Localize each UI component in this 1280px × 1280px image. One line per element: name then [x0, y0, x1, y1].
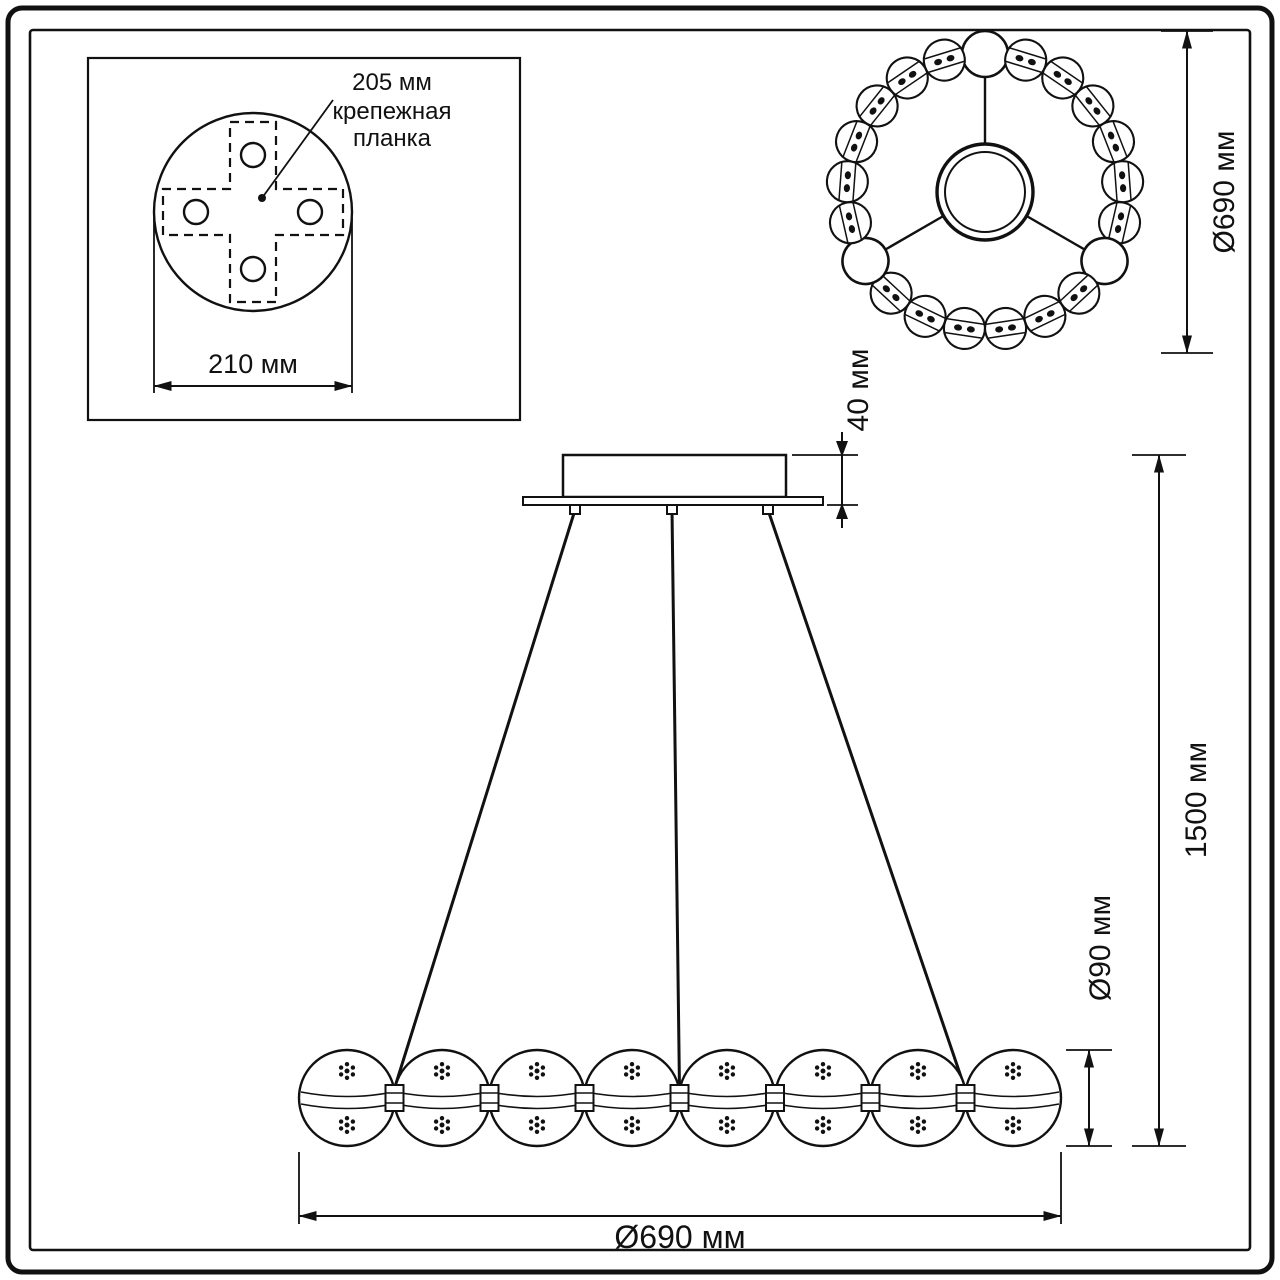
canopy-height-dimension: 40 мм: [792, 349, 875, 528]
crystal-bead: [869, 271, 913, 315]
wire-hook: [666, 504, 678, 515]
crystal-dot-cluster: [338, 1062, 356, 1081]
crystal-dot-cluster: [814, 1116, 832, 1135]
crystal-bead: [855, 84, 899, 128]
center-canopy-inner: [944, 151, 1026, 233]
bead-connector: [574, 1084, 595, 1112]
front-view: 40 мм 1500 мм Ø90 мм Ø690 мм: [297, 349, 1213, 1255]
hub-spokes: [885, 78, 1085, 251]
crystal-bead: [922, 38, 966, 82]
crystal-dot-cluster: [909, 1116, 927, 1135]
plate-width-dimension: 210 мм: [153, 218, 353, 393]
front-width-label: Ø690 мм: [614, 1219, 745, 1255]
wire-hook: [762, 504, 774, 515]
mount-detail-box: [86, 56, 522, 422]
callout-dimension: 205 мм: [352, 69, 432, 96]
crystal-dot-cluster: [433, 1062, 451, 1081]
crystal-bead: [828, 201, 873, 245]
inner-frame: [28, 28, 1252, 1252]
plain-sphere-bead: [960, 29, 1010, 79]
leader-line: [261, 99, 334, 199]
crystal-dot-cluster: [338, 1116, 356, 1135]
crystal-bead: [1004, 38, 1048, 82]
top-view: Ø690 мм: [825, 29, 1241, 354]
wire-hook: [569, 504, 581, 515]
crystal-dot-cluster: [623, 1116, 641, 1135]
crystal-dot-cluster: [1004, 1116, 1022, 1135]
top-view-diameter-dimension: Ø690 мм: [1161, 30, 1241, 354]
crystal-bead: [1057, 271, 1101, 315]
top-view-diameter-label: Ø690 мм: [1208, 131, 1241, 254]
crystal-dot-cluster: [718, 1062, 736, 1081]
crystal-dot-cluster: [528, 1062, 546, 1081]
sphere-diameter-dimension: Ø90 мм: [1066, 895, 1117, 1147]
crystal-dot-cluster: [528, 1116, 546, 1135]
callout-label-line1: крепежная: [333, 98, 452, 125]
crystal-bead: [825, 160, 869, 204]
canopy-height-label: 40 мм: [842, 349, 875, 432]
crystal-dot-cluster: [814, 1062, 832, 1081]
center-canopy-outer: [935, 142, 1035, 242]
callout-label-line2: планка: [353, 125, 432, 152]
crystal-bead: [1041, 56, 1085, 100]
bead-ring: [825, 29, 1145, 351]
crystal-dot-cluster: [433, 1116, 451, 1135]
sphere-diameter-label: Ø90 мм: [1084, 895, 1117, 1001]
crystal-dot-cluster: [1004, 1062, 1022, 1081]
overall-height-dimension: 1500 мм: [1132, 454, 1213, 1147]
mount-detail-panel: 205 мм крепежная планка 210 мм: [86, 56, 522, 422]
plate-width-label: 210 мм: [208, 349, 298, 379]
bead-connector: [860, 1084, 881, 1112]
bead-connector: [669, 1084, 690, 1112]
mounting-holes: [182, 141, 324, 283]
mounting-cross-bar: [161, 120, 345, 304]
crystal-dot-cluster: [909, 1062, 927, 1081]
ceiling-canopy: [522, 453, 824, 515]
crystal-bead: [984, 306, 1028, 351]
crystal-sphere-row: [297, 1048, 1063, 1148]
bead-connector: [384, 1084, 405, 1112]
crystal-dot-cluster: [718, 1116, 736, 1135]
front-width-dimension: Ø690 мм: [298, 1152, 1062, 1255]
bead-connector: [479, 1084, 500, 1112]
suspension-wires: [392, 509, 967, 1091]
crystal-dot-cluster: [623, 1062, 641, 1081]
overall-height-label: 1500 мм: [1180, 742, 1213, 858]
bead-connector: [955, 1084, 976, 1112]
mount-plate-circle: [152, 111, 354, 313]
bead-connector: [765, 1084, 785, 1112]
crystal-bead: [903, 294, 947, 338]
